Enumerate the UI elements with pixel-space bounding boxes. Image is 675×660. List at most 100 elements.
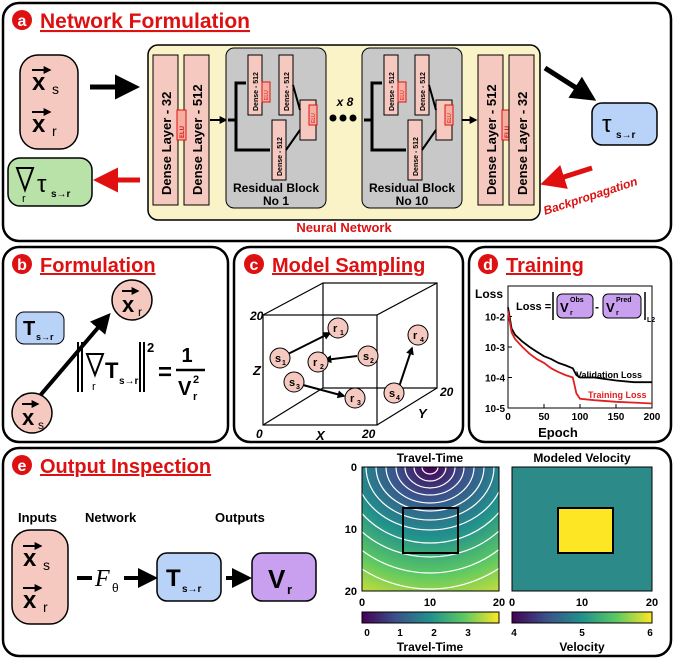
- panel-a: a Network Formulation x s x r Neural Net…: [1, 1, 673, 243]
- input-box: [19, 54, 79, 150]
- tick-y-20: 20: [439, 385, 454, 399]
- cb2-label: Velocity: [559, 640, 605, 654]
- inputs-label: Inputs: [18, 510, 57, 525]
- panel-e-letter: e: [18, 458, 27, 475]
- point-letter: r: [313, 357, 318, 369]
- cb2-tick-4: 4: [511, 628, 517, 639]
- point-sub: 4: [396, 395, 400, 402]
- T-sub: s→r: [36, 332, 54, 342]
- loss-series: [507, 307, 653, 405]
- travel-time-contours: [362, 467, 499, 590]
- panel-e-badge: [12, 455, 32, 475]
- ray-s3-r3: [302, 384, 346, 399]
- dense-layer-32-right-label: Dense Layer - 32: [515, 92, 530, 195]
- map2-xtick-0: 0: [509, 597, 515, 609]
- eq-V-sub: r: [193, 391, 198, 403]
- gradient-box: [7, 157, 93, 207]
- arrow-down-right-icon: [543, 65, 597, 101]
- ray-s1-r1: [287, 332, 332, 355]
- elu-tag: [397, 81, 407, 103]
- res-dense-1c-label: Dense - 512: [277, 137, 284, 176]
- network-label: Neural Network: [296, 220, 392, 235]
- input-xs: x: [32, 69, 46, 96]
- e-input-xr: x: [23, 587, 37, 614]
- panel-a-badge: [12, 10, 32, 30]
- y-tick-label: 10-2: [485, 313, 505, 324]
- point-letter: r: [413, 330, 418, 342]
- panel-a-title: Network Formulation: [40, 10, 250, 33]
- xr-sub: r: [138, 305, 142, 319]
- residual-block-1-number: No 1: [263, 194, 289, 208]
- x-axis-label: Epoch: [538, 425, 578, 440]
- F-theta-sub: θ: [112, 581, 119, 595]
- dense-layer-512-right-label: Dense Layer - 512: [484, 84, 499, 195]
- point-marker: [407, 324, 429, 346]
- panel-d-title: Training: [506, 255, 584, 277]
- elu-tag: [261, 81, 271, 103]
- map1-xtick-10: 10: [424, 597, 436, 609]
- xs-sub: s: [38, 418, 44, 432]
- V-pred-box: [602, 293, 642, 319]
- V-pred-sub: r: [616, 310, 619, 317]
- point-letter: s: [363, 351, 369, 363]
- point-marker: [383, 382, 405, 404]
- output-tau-box: [591, 102, 658, 146]
- map1-xtick-0: 0: [359, 597, 365, 609]
- dense-layer-512-left: [183, 54, 210, 206]
- tick-z-20: 20: [249, 309, 264, 323]
- elu-tag-label: ELU: [264, 90, 270, 100]
- elu-tag-label: ELU: [311, 113, 317, 123]
- point-letter: r: [333, 323, 338, 335]
- point-sub: 3: [357, 400, 361, 407]
- skip-connection: [228, 81, 270, 152]
- elu-tag-label: ELU: [180, 126, 186, 138]
- panel-d-badge: [478, 254, 498, 274]
- ray-s4-r4: [397, 346, 414, 391]
- dense-layer-512-left-label: Dense Layer - 512: [190, 84, 205, 195]
- dense-layer-512-right: [477, 54, 504, 206]
- point-sub: 2: [370, 358, 374, 365]
- gradient-sub-r: r: [22, 193, 26, 205]
- nabla-icon: [85, 353, 105, 378]
- gradient-tau-sub: s→r: [51, 189, 71, 200]
- e-T: T: [166, 565, 181, 592]
- axis-y-label: Y: [418, 406, 428, 421]
- elu-tag-label: ELU: [447, 113, 453, 123]
- T-label: T: [23, 318, 35, 340]
- T-box: [15, 311, 65, 345]
- nabla-icon: [15, 167, 35, 193]
- eq-sub-r: r: [92, 381, 96, 393]
- panel-e-title: Output Inspection: [40, 456, 211, 478]
- minus-sign: -: [595, 300, 599, 314]
- map1-ytick-0: 0: [351, 462, 357, 474]
- map1-title: Travel-Time: [397, 451, 464, 465]
- xr-label: x: [122, 292, 135, 317]
- point-sub: 4: [420, 337, 424, 344]
- e-V: V: [268, 564, 286, 594]
- ellipsis-dot: [329, 114, 337, 122]
- y-axis-label: Loss: [475, 287, 503, 301]
- axis-z-label: Z: [252, 363, 262, 378]
- skip-connection: [364, 81, 406, 152]
- series-validation-loss: [507, 307, 652, 384]
- e-input-xr-sub: r: [43, 599, 48, 615]
- point-marker: [357, 345, 379, 367]
- anomaly-outline: [402, 507, 459, 554]
- elu-tag: [308, 104, 318, 126]
- point-letter: s: [275, 353, 281, 365]
- eq-T-sub: s→r: [119, 376, 139, 387]
- map2-xtick-10: 10: [576, 597, 588, 609]
- e-T-sub: s→r: [182, 584, 202, 595]
- point-sub: 1: [282, 360, 286, 367]
- res-dense-1b-label: Dense - 512: [284, 72, 291, 111]
- dense-layer-32-left-label: Dense Layer - 32: [159, 92, 174, 195]
